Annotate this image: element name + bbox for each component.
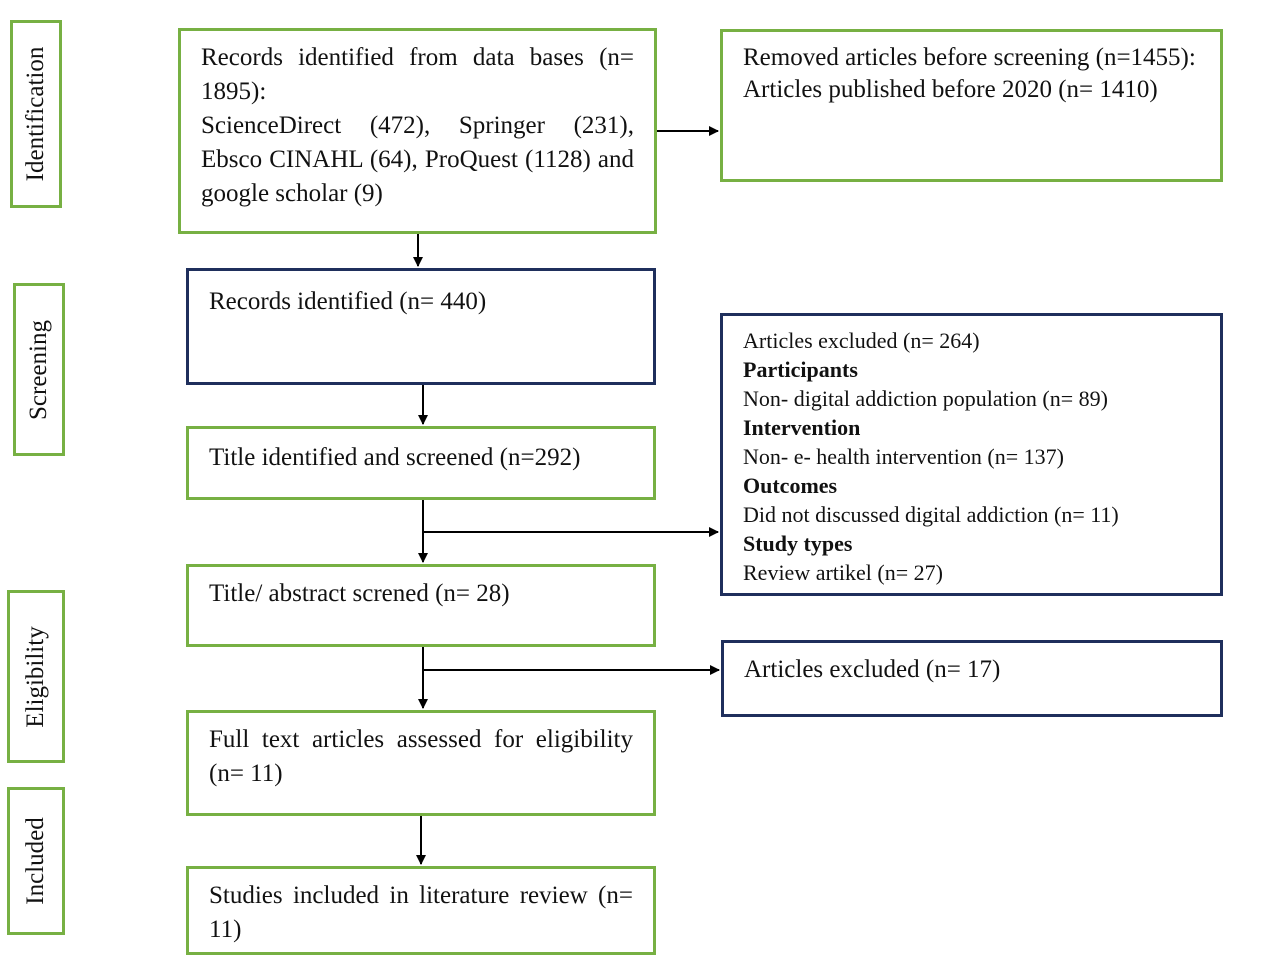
excluded-17-box: Articles excluded (n= 17)	[721, 640, 1223, 717]
outcomes-heading: Outcomes	[743, 473, 838, 498]
full-text-text: Full text articles assessed for eligibil…	[209, 726, 633, 787]
title-screened-box: Title identified and screened (n=292)	[186, 426, 656, 500]
included-studies-box: Studies included in literature review (n…	[186, 866, 656, 955]
included-studies-text: Studies included in literature review (n…	[209, 882, 633, 943]
removed-articles-box: Removed articles before screening (n=145…	[720, 29, 1223, 182]
excluded-264-header: Articles excluded (n= 264)	[743, 328, 980, 353]
stage-included: Included	[7, 787, 65, 935]
intervention-detail: Non- e- health intervention (n= 137)	[743, 444, 1064, 469]
participants-heading: Participants	[743, 357, 858, 382]
study-types-heading: Study types	[743, 531, 853, 556]
abstract-screened-text: Title/ abstract screned (n= 28)	[209, 580, 510, 607]
full-text-box: Full text articles assessed for eligibil…	[186, 710, 656, 816]
study-types-detail: Review artikel (n= 27)	[743, 560, 943, 585]
records-identified-total: Records identified from data bases (n= 1…	[201, 44, 634, 105]
excluded-17-text: Articles excluded (n= 17)	[744, 656, 1001, 683]
title-screened-text: Title identified and screened (n=292)	[209, 444, 581, 471]
records-identified-box: Records identified from data bases (n= 1…	[178, 28, 657, 234]
removed-articles-detail: Articles published before 2020 (n= 1410)	[743, 76, 1158, 103]
participants-detail: Non- digital addiction population (n= 89…	[743, 386, 1108, 411]
stage-eligibility: Eligibility	[7, 590, 65, 763]
records-440-text: Records identified (n= 440)	[209, 288, 487, 315]
outcomes-detail: Did not discussed digital addiction (n= …	[743, 502, 1119, 527]
records-identified-sources: ScienceDirect (472), Springer (231), Ebs…	[201, 112, 634, 207]
records-440-box: Records identified (n= 440)	[186, 268, 656, 385]
stage-screening: Screening	[13, 283, 65, 456]
excluded-264-box: Articles excluded (n= 264) Participants …	[720, 313, 1223, 596]
stage-identification: Identification	[10, 20, 62, 208]
abstract-screened-box: Title/ abstract screned (n= 28)	[186, 564, 656, 647]
intervention-heading: Intervention	[743, 415, 861, 440]
removed-articles-total: Removed articles before screening (n=145…	[743, 44, 1196, 71]
